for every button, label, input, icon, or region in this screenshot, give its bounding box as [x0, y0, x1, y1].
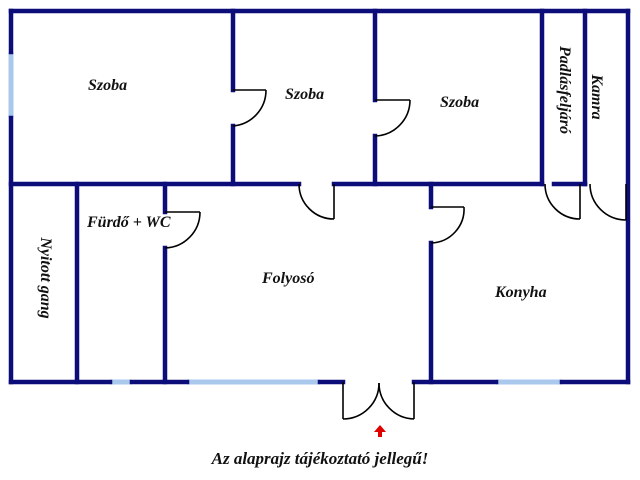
room-label-szoba-1: Szoba [88, 77, 128, 94]
door-padlasfeljaro [544, 183, 581, 220]
door-furdo [164, 211, 201, 249]
door-szoba-szoba-2 [374, 99, 411, 137]
room-label-szoba-2: Szoba [285, 86, 325, 103]
room-label-szoba-3: Szoba [440, 94, 480, 111]
room-label-nyitott-gang: Nyitott gang [37, 237, 54, 319]
doors [164, 89, 627, 420]
disclaimer-caption: Az alaprajz tájékoztató jellegű! [211, 449, 429, 468]
room-label-konyha: Konyha [495, 284, 547, 301]
room-label-folyoso: Folyosó [262, 270, 315, 287]
door-kamra [589, 183, 627, 221]
room-label-furdo-wc: Fürdő + WC [87, 214, 171, 231]
windows [8, 52, 562, 385]
room-label-padlasfeljaro: Padlásfeljáró [556, 46, 573, 134]
door-folyoso-szoba [298, 183, 335, 220]
walls [8, 8, 631, 385]
door-konyha-folyoso [430, 206, 465, 244]
door-szoba-szoba [232, 89, 267, 127]
arrow-up-icon [374, 425, 386, 437]
room-label-kamra: Kamra [588, 74, 605, 120]
door-entrance [342, 382, 415, 420]
